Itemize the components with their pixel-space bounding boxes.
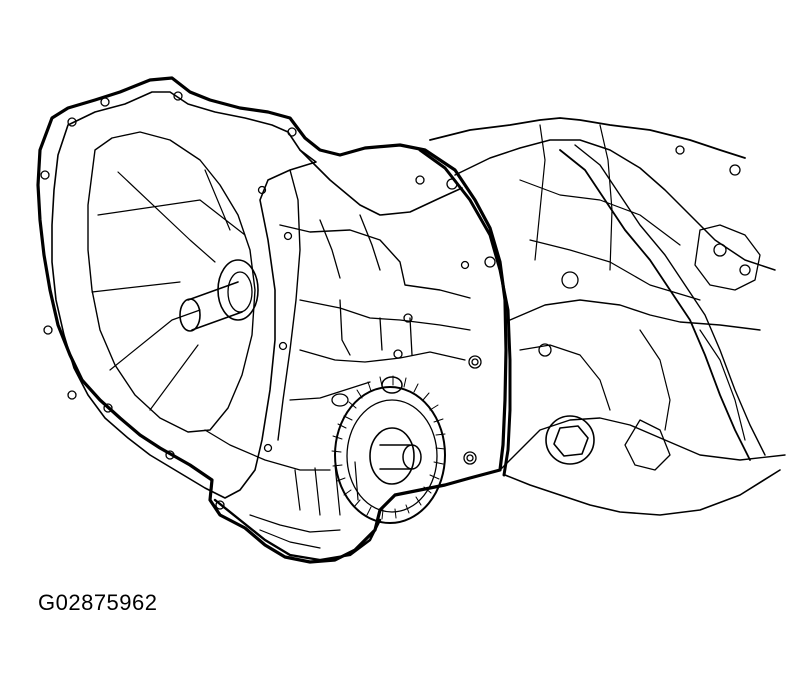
main-case-web xyxy=(289,381,371,401)
extension-housing-bottom xyxy=(499,417,786,471)
oil-pan xyxy=(213,498,382,562)
main-case-web xyxy=(299,299,471,331)
output-flange-ring-inner xyxy=(346,399,438,513)
bell-housing-inner-rim xyxy=(51,91,317,499)
oil-pan-fins xyxy=(294,461,359,516)
extension-rib xyxy=(529,239,701,301)
main-case-boss xyxy=(339,299,413,356)
cavity-rib xyxy=(97,199,246,236)
output-flange-ring xyxy=(334,386,446,524)
extension-housing-top xyxy=(429,117,746,159)
drain-plug-boss xyxy=(545,415,595,465)
extension-housing-upper xyxy=(454,139,776,271)
main-case-top xyxy=(299,149,463,216)
main-case-upper-rib xyxy=(279,224,471,299)
input-shaft-collar-inner xyxy=(227,271,253,313)
drain-plug-hex xyxy=(553,425,589,457)
cavity-rib xyxy=(109,309,201,371)
flange-bolt-holes xyxy=(40,91,297,510)
bell-housing-flange xyxy=(36,76,508,564)
output-shaft xyxy=(379,444,411,470)
extension-mount-lower xyxy=(624,419,671,471)
bell-housing-cavity xyxy=(87,131,256,433)
extension-rib xyxy=(599,124,613,271)
extension-rib xyxy=(699,329,746,441)
extension-rib xyxy=(519,179,681,246)
cavity-rib xyxy=(149,344,199,411)
speed-sensor-base xyxy=(331,393,349,407)
output-shaft-end xyxy=(402,444,422,470)
extension-housing-mid xyxy=(509,299,761,331)
extension-rib xyxy=(519,344,611,411)
cavity-rib xyxy=(204,169,231,231)
output-shaft-hub xyxy=(369,427,415,485)
input-shaft xyxy=(187,281,243,331)
input-shaft-end xyxy=(179,298,201,332)
extension-mount xyxy=(694,224,761,291)
main-case-shoulder xyxy=(277,169,301,441)
speed-sensor xyxy=(381,376,403,394)
cavity-rib xyxy=(91,281,181,293)
case-partition xyxy=(418,148,512,477)
extension-rib xyxy=(534,124,546,261)
main-case-ridge xyxy=(319,214,381,279)
extension-tube xyxy=(559,149,751,461)
main-case-lower xyxy=(204,429,331,471)
extension-bosses xyxy=(538,145,751,357)
extension-rib xyxy=(639,329,671,431)
figure-code-label: G02875962 xyxy=(38,590,158,615)
oil-pan-rib xyxy=(249,514,341,549)
extension-tube-edge xyxy=(574,144,766,456)
extension-housing-lower xyxy=(504,469,781,516)
output-flange-teeth xyxy=(331,375,446,520)
main-case-web xyxy=(299,349,466,363)
cavity-rib xyxy=(117,171,216,263)
